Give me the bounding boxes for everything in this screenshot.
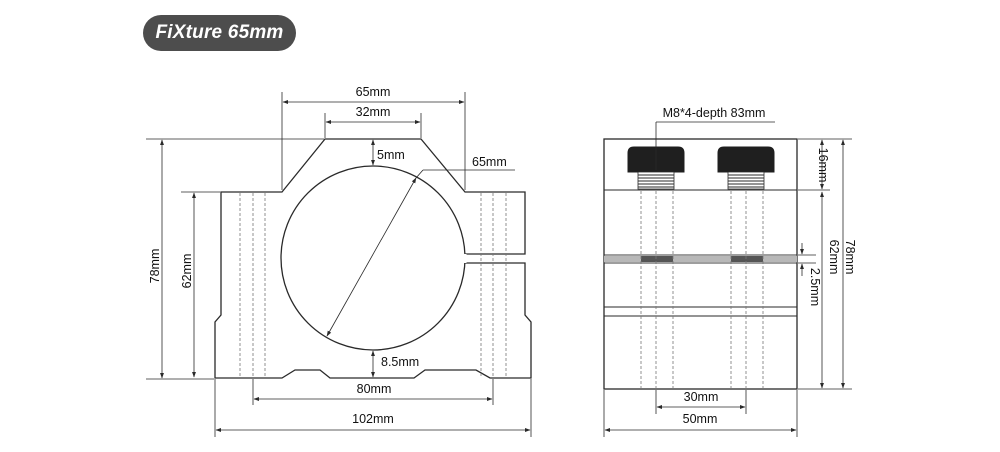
dim-side-total-height: 78mm: [843, 240, 857, 275]
dim-top-inner-width: 32mm: [356, 105, 391, 119]
dim-side-height: 62mm: [180, 254, 194, 289]
screw-head-right: [717, 146, 775, 190]
dim-bottom-wall: 8.5mm: [381, 355, 419, 369]
dim-base-inner-width: 80mm: [357, 382, 392, 396]
dim-top-wall: 5mm: [377, 148, 405, 162]
dim-cap-height: 16mm: [816, 148, 830, 183]
dim-side-total-width: 50mm: [683, 412, 718, 426]
dim-total-width: 102mm: [352, 412, 394, 426]
dim-lower-height: 62mm: [827, 240, 841, 275]
dim-screw-spec: M8*4-depth 83mm: [663, 106, 766, 120]
side-body-outline: [603, 138, 798, 390]
dim-screw-spacing: 30mm: [684, 390, 719, 404]
bore-circle: [280, 165, 466, 351]
dim-total-height: 78mm: [148, 249, 162, 284]
page-title: FiXture 65mm: [143, 15, 296, 51]
dim-bore-diameter: 65mm: [472, 155, 507, 169]
dim-gap: 2.5mm: [808, 268, 822, 306]
side-view: M8*4-depth 83mm 16mm 2.5mm 62mm 78mm 30m…: [603, 106, 857, 437]
dim-top-width: 65mm: [356, 85, 391, 99]
front-view: 65mm 32mm 5mm 65mm 78mm 62mm 8.5mm 80mm: [146, 85, 532, 437]
